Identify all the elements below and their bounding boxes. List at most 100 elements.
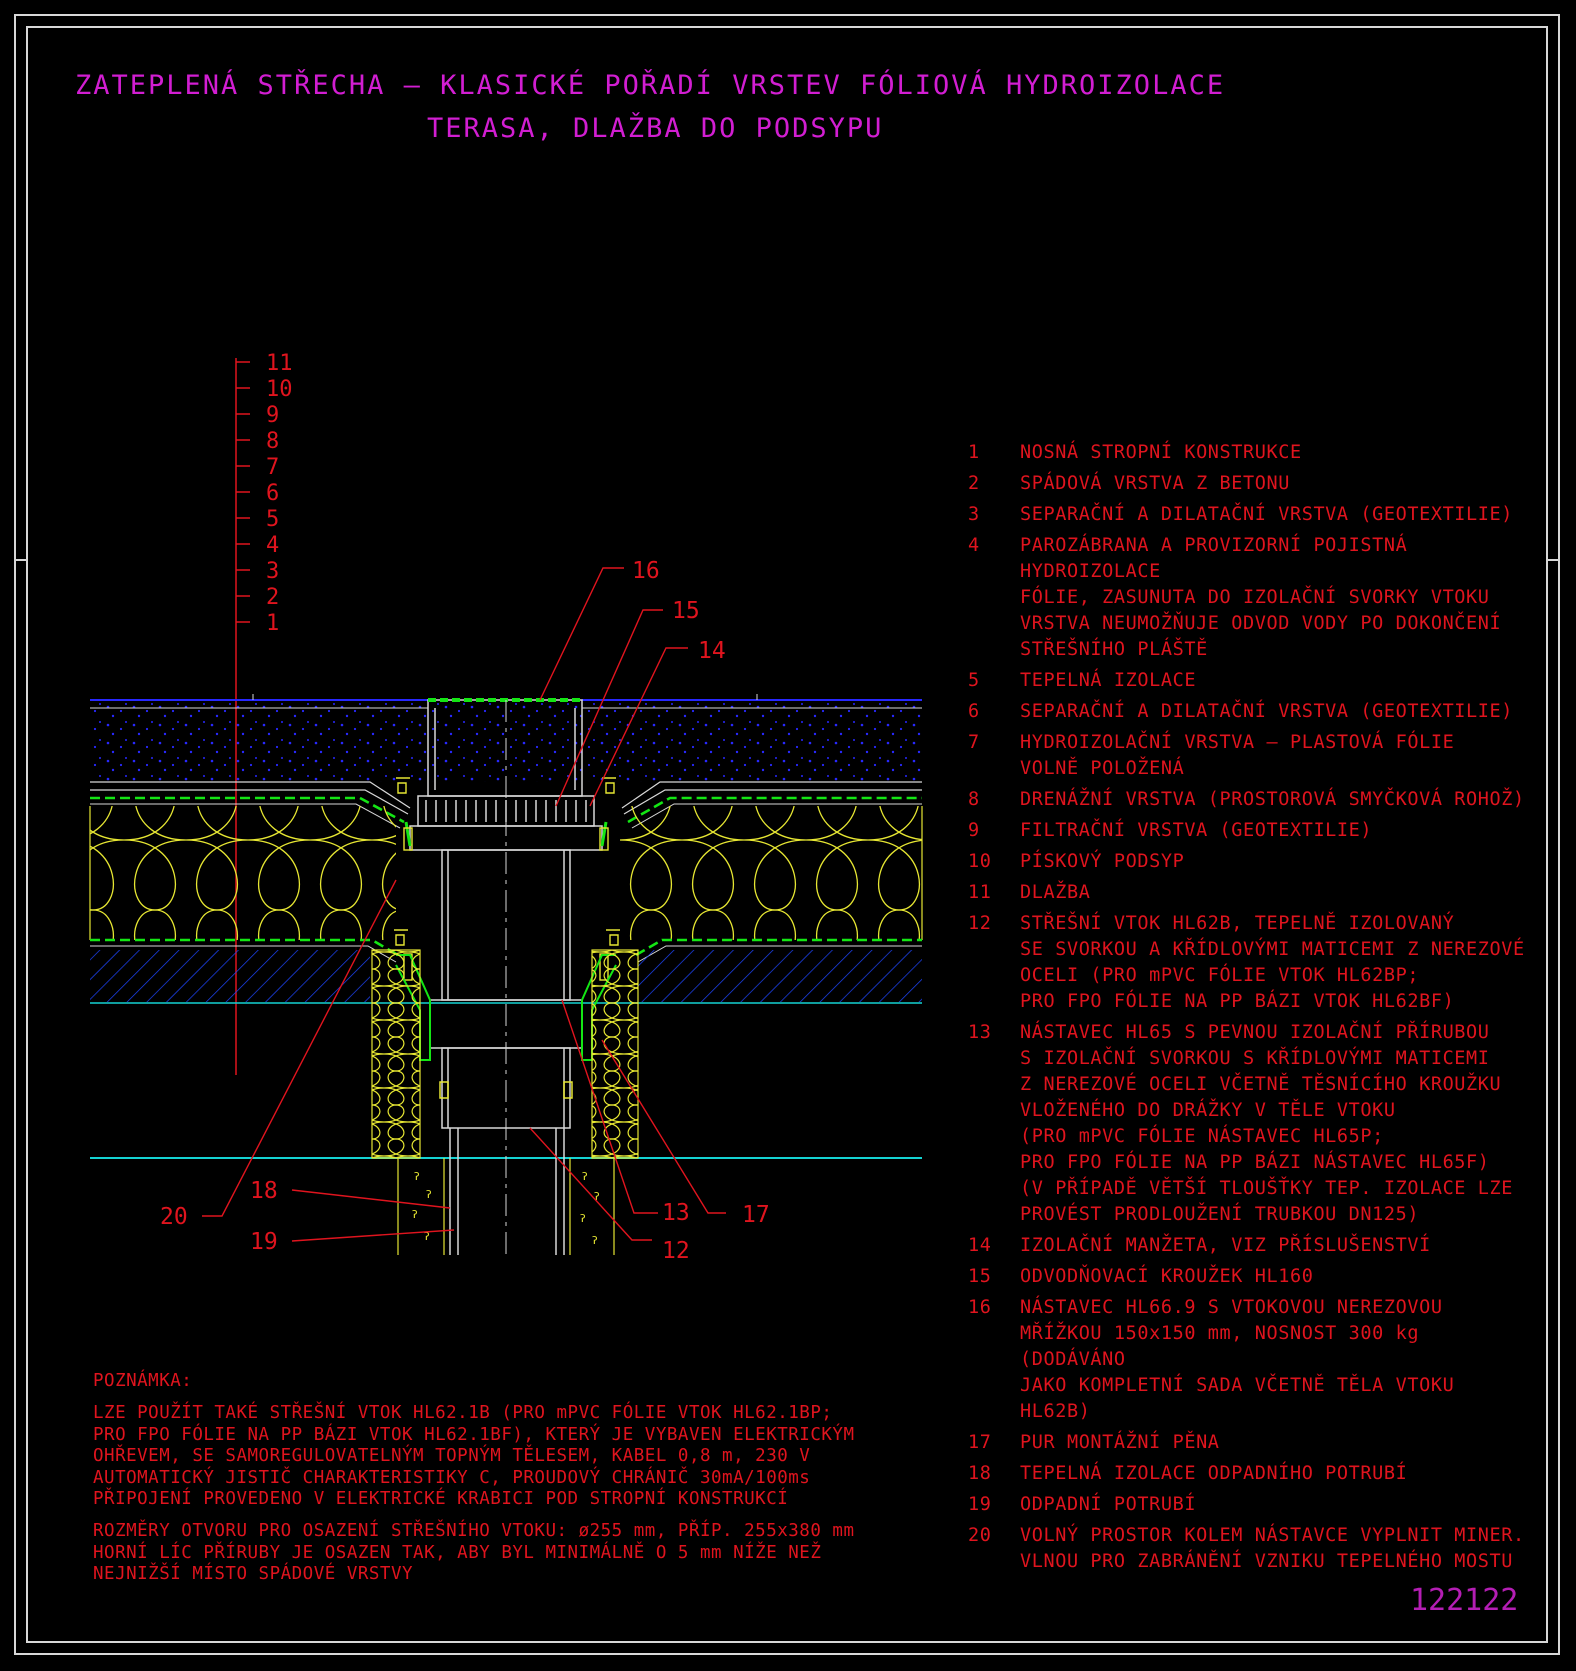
note-paragraph-2: ROZMĚRY OTVORU PRO OSAZENÍ STŘEŠNÍHO VTO…	[93, 1521, 855, 1584]
legend-item-number: 9	[968, 820, 980, 841]
svg-text:ʔ: ʔ	[424, 1230, 430, 1243]
leader-lines	[202, 567, 726, 1242]
legend-item-text: DLAŽBA	[1020, 882, 1091, 903]
legend-item-text: NÁSTAVEC HL65 S PEVNOU IZOLAČNÍ PŘÍRUBOU…	[1020, 1022, 1513, 1225]
layer-scale-label: 3	[266, 559, 279, 584]
layer-scale-label: 5	[266, 507, 279, 532]
layer-scale-label: 2	[266, 585, 279, 610]
layer-scale-label: 1	[266, 611, 279, 636]
roof-drain-body	[394, 698, 620, 1255]
callout-16: 16	[632, 558, 660, 584]
legend-item-number: 1	[968, 442, 980, 463]
legend-item-number: 12	[968, 913, 992, 934]
legend-item-text: NOSNÁ STROPNÍ KONSTRUKCE	[1020, 442, 1302, 463]
callout-12: 12	[662, 1238, 690, 1264]
callout-14: 14	[698, 638, 726, 664]
svg-text:ʔ: ʔ	[592, 1234, 598, 1247]
drawing-title-line1: ZATEPLENÁ STŘECHA – KLASICKÉ POŘADÍ VRST…	[75, 70, 1226, 101]
svg-text:ʔ: ʔ	[582, 1170, 588, 1183]
legend-item-text: SPÁDOVÁ VRSTVA Z BETONU	[1020, 473, 1290, 494]
legend-item-text: VOLNÝ PROSTOR KOLEM NÁSTAVCE VYPLNIT MIN…	[1020, 1525, 1525, 1572]
callout-15: 15	[672, 598, 700, 624]
callout-20: 20	[160, 1204, 188, 1230]
legend-item: 3 SEPARAČNÍ A DILATAČNÍ VRSTVA (GEOTEXTIL…	[968, 502, 1528, 528]
legend-item: 12 STŘEŠNÍ VTOK HL62B, TEPELNĚ IZOLOVANÝ …	[968, 911, 1528, 1015]
legend-item-text: FILTRAČNÍ VRSTVA (GEOTEXTILIE)	[1020, 820, 1373, 841]
legend-item-number: 3	[968, 504, 980, 525]
legend-item-text: NÁSTAVEC HL66.9 S VTOKOVOU NEREZOVOU MŘÍ…	[1020, 1297, 1455, 1422]
legend-item-text: SEPARAČNÍ A DILATAČNÍ VRSTVA (GEOTEXTILI…	[1020, 701, 1513, 722]
legend-item-text: PÍSKOVÝ PODSYP	[1020, 851, 1185, 872]
drawing-number: 122122	[1410, 1583, 1519, 1618]
legend-item: 1 NOSNÁ STROPNÍ KONSTRUKCE	[968, 440, 1528, 466]
legend-item-number: 20	[968, 1525, 992, 1546]
drawing-border-inner	[26, 26, 1548, 1643]
legend-item-text: PUR MONTÁŽNÍ PĚNA	[1020, 1432, 1220, 1453]
layer-scale-label: 11	[266, 351, 293, 376]
legend-item-number: 16	[968, 1297, 992, 1318]
legend-item-number: 14	[968, 1235, 992, 1256]
legend-item: 9 FILTRAČNÍ VRSTVA (GEOTEXTILIE)	[968, 818, 1528, 844]
legend-item-text: DRENÁŽNÍ VRSTVA (PROSTOROVÁ SMYČKOVÁ ROH…	[1020, 789, 1525, 810]
svg-text:ʔ: ʔ	[412, 1208, 418, 1221]
svg-text:ʔ: ʔ	[414, 1170, 420, 1183]
legend-item-number: 19	[968, 1494, 992, 1515]
legend-item: 17 PUR MONTÁŽNÍ PĚNA	[968, 1430, 1528, 1456]
legend-item-text: TEPELNÁ IZOLACE ODPADNÍHO POTRUBÍ	[1020, 1463, 1408, 1484]
svg-text:ʔ: ʔ	[594, 1190, 600, 1203]
legend-item: 15 ODVODŇOVACÍ KROUŽEK HL160	[968, 1264, 1528, 1290]
legend-item-text: ODPADNÍ POTRUBÍ	[1020, 1494, 1197, 1515]
legend-item-number: 8	[968, 789, 980, 810]
legend-item-text: HYDROIZOLAČNÍ VRSTVA – PLASTOVÁ FÓLIE VO…	[1020, 732, 1455, 779]
legend-item-number: 6	[968, 701, 980, 722]
legend-item-number: 11	[968, 882, 992, 903]
layer-scale-label: 8	[266, 429, 279, 454]
svg-text:ʔ: ʔ	[426, 1188, 432, 1201]
legend-item: 14 IZOLAČNÍ MANŽETA, VIZ PŘÍSLUŠENSTVÍ	[968, 1233, 1528, 1259]
legend-item: 20 VOLNÝ PROSTOR KOLEM NÁSTAVCE VYPLNIT M…	[968, 1523, 1528, 1575]
legend-item: 6 SEPARAČNÍ A DILATAČNÍ VRSTVA (GEOTEXTIL…	[968, 699, 1528, 725]
drawing-border-outer	[14, 14, 1560, 1655]
legend-item: 8 DRENÁŽNÍ VRSTVA (PROSTOROVÁ SMYČKOVÁ RO…	[968, 787, 1528, 813]
legend-item-number: 18	[968, 1463, 992, 1484]
callout-17: 17	[742, 1202, 770, 1228]
legend-item: 13 NÁSTAVEC HL65 S PEVNOU IZOLAČNÍ PŘÍRUB…	[968, 1020, 1528, 1228]
legend-item-number: 4	[968, 535, 980, 556]
legend-item-text: ODVODŇOVACÍ KROUŽEK HL160	[1020, 1266, 1314, 1287]
legend-item-text: STŘEŠNÍ VTOK HL62B, TEPELNĚ IZOLOVANÝ SE…	[1020, 913, 1525, 1012]
legend-item-text: SEPARAČNÍ A DILATAČNÍ VRSTVA (GEOTEXTILI…	[1020, 504, 1513, 525]
legend-item: 5 TEPELNÁ IZOLACE	[968, 668, 1528, 694]
layer-scale-label: 7	[266, 455, 279, 480]
border-tick-left	[14, 559, 26, 561]
legend-item-text: IZOLAČNÍ MANŽETA, VIZ PŘÍSLUŠENSTVÍ	[1020, 1235, 1431, 1256]
layer-scale-label: 9	[266, 403, 279, 428]
roof-build-up	[89, 694, 923, 1159]
legend-item-number: 10	[968, 851, 992, 872]
drawing-title-line2: TERASA, DLAŽBA DO PODSYPU	[427, 113, 884, 144]
legend-item-number: 13	[968, 1022, 992, 1043]
legend-item-number: 7	[968, 732, 980, 753]
legend-item-number: 5	[968, 670, 980, 691]
legend-item: 11 DLAŽBA	[968, 880, 1528, 906]
legend-item-text: TEPELNÁ IZOLACE	[1020, 670, 1197, 691]
border-tick-right	[1548, 559, 1560, 561]
layer-scale-label: 6	[266, 481, 279, 506]
legend-item: 19 ODPADNÍ POTRUBÍ	[968, 1492, 1528, 1518]
legend-item-number: 17	[968, 1432, 992, 1453]
note-paragraph-1: LZE POUŽÍT TAKÉ STŘEŠNÍ VTOK HL62.1B (PR…	[93, 1403, 855, 1509]
layer-scale-label: 10	[266, 377, 293, 402]
legend-item: 7 HYDROIZOLAČNÍ VRSTVA – PLASTOVÁ FÓLIE V…	[968, 730, 1528, 782]
legend-item-number: 15	[968, 1266, 992, 1287]
callout-labels: 16 15 14 20 18 19 13 17 12	[160, 558, 770, 1264]
legend-item: 10 PÍSKOVÝ PODSYP	[968, 849, 1528, 875]
legend-item-text: PAROZÁBRANA A PROVIZORNÍ POJISTNÁ HYDROI…	[1020, 535, 1502, 660]
svg-text:ʔ: ʔ	[580, 1212, 586, 1225]
layer-scale-label: 4	[266, 533, 279, 558]
legend-item: 4 PAROZÁBRANA A PROVIZORNÍ POJISTNÁ HYDRO…	[968, 533, 1528, 663]
note-heading: POZNÁMKA:	[93, 1371, 193, 1391]
legend-item: 18 TEPELNÁ IZOLACE ODPADNÍHO POTRUBÍ	[968, 1461, 1528, 1487]
